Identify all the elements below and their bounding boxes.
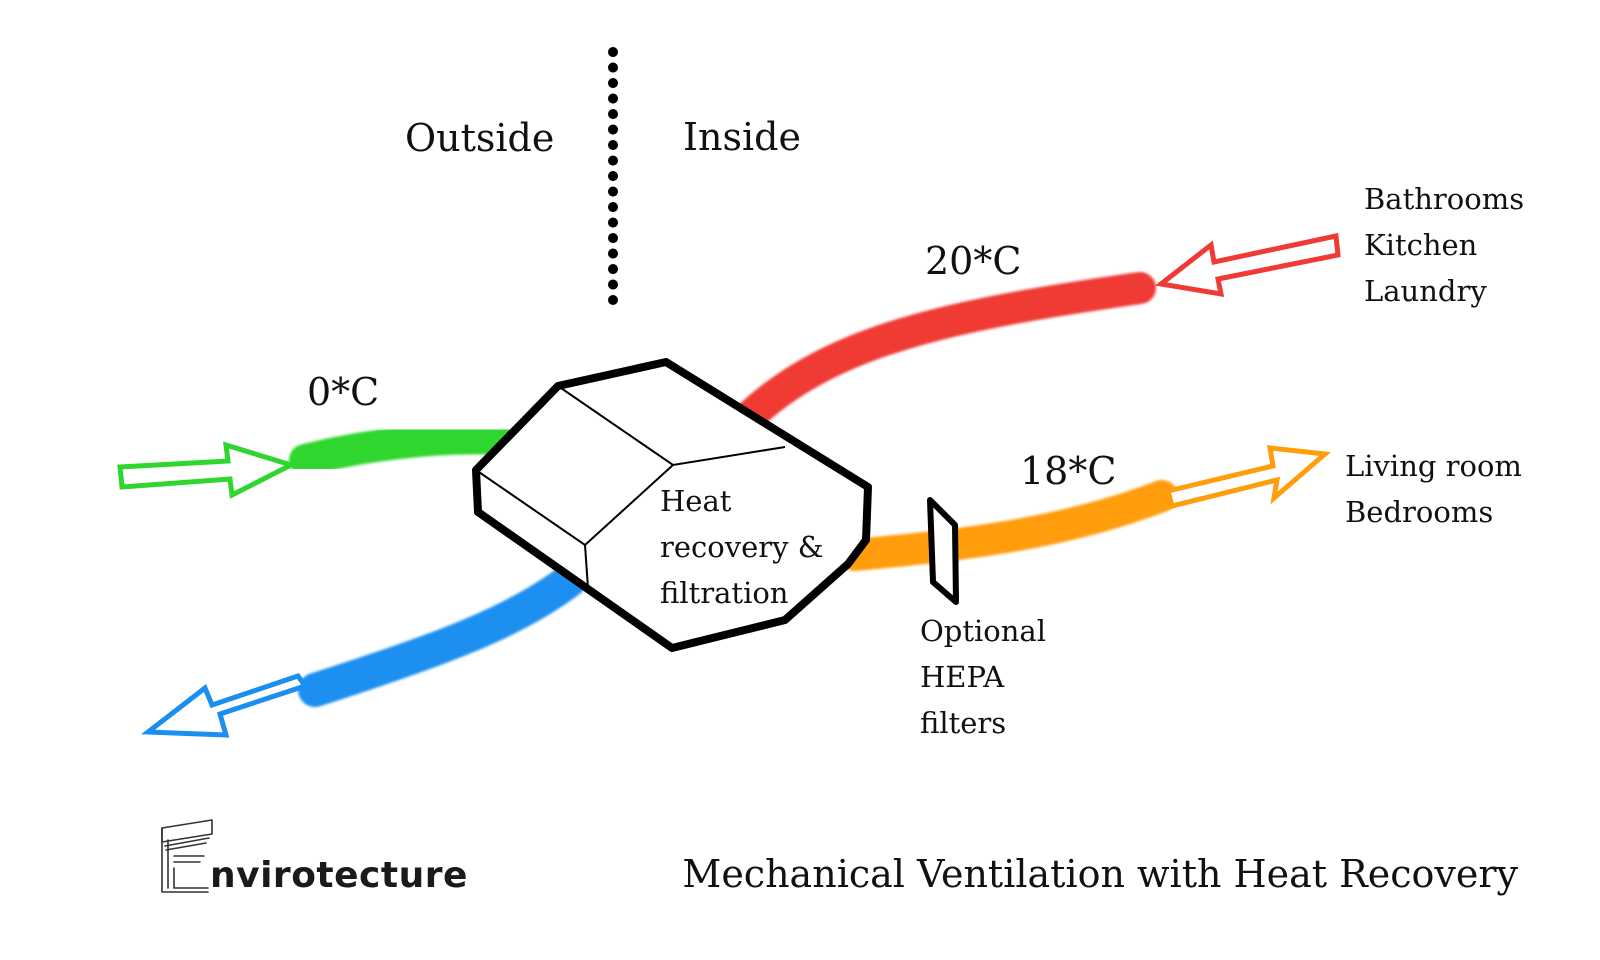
fresh-air-temperature: 0*C [307, 370, 380, 414]
extract-rooms-list: Bathrooms Kitchen Laundry [1364, 176, 1524, 314]
diagram-title: Mechanical Ventilation with Heat Recover… [682, 852, 1518, 896]
heat-recovery-unit [472, 358, 872, 652]
extract-air-temperature: 20*C [925, 239, 1022, 283]
unit-label-line: recovery & [660, 530, 824, 564]
extract-arrow-icon [1154, 232, 1341, 298]
hepa-filter-label: Optional HEPA filters [920, 608, 1046, 746]
exhaust-air-arrow-icon [141, 673, 309, 738]
hepa-filter-label-line: Optional [920, 614, 1046, 648]
unit-top-edges [475, 385, 786, 589]
envirotecture-logo-mark [161, 819, 213, 893]
supply-air-duct [839, 480, 1178, 571]
supply-room: Bedrooms [1345, 495, 1494, 529]
brand-name: nvirotecture [210, 855, 468, 896]
extract-room: Kitchen [1364, 228, 1478, 262]
unit-label-line: Heat [660, 484, 732, 518]
hepa-filter-label-line: filters [920, 706, 1007, 740]
extract-air-duct [732, 272, 1156, 434]
extract-room: Bathrooms [1364, 182, 1525, 216]
outside-label: Outside [405, 116, 555, 160]
exhaust-air-duct [298, 563, 587, 707]
unit-label: Heat recovery & filtration [660, 478, 824, 616]
supply-room: Living room [1345, 449, 1522, 483]
hepa-filter-label-line: HEPA [920, 660, 1005, 694]
fresh-air-arrow-icon [117, 441, 298, 499]
hepa-filter [927, 497, 959, 605]
supply-arrow-icon [1164, 445, 1331, 510]
supply-rooms-list: Living room Bedrooms [1345, 443, 1522, 535]
unit-outline [472, 358, 872, 652]
supply-air-temperature: 18*C [1020, 449, 1117, 493]
unit-label-line: filtration [660, 576, 789, 610]
extract-room: Laundry [1364, 274, 1487, 308]
inside-label: Inside [683, 115, 801, 159]
